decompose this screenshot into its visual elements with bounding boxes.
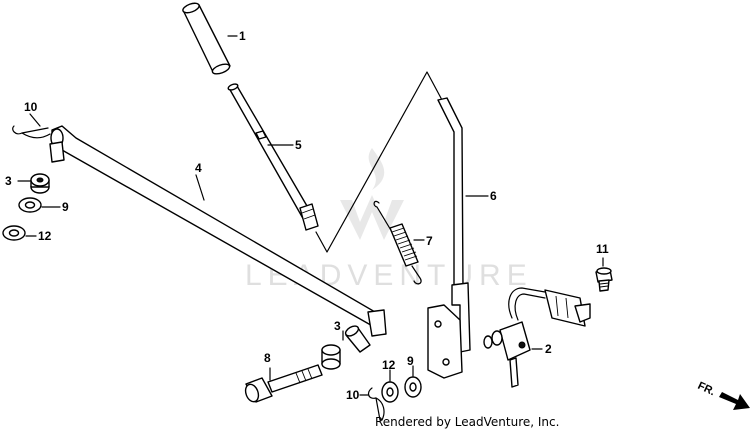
assembly-line xyxy=(315,71,443,253)
callout-collar-right: 3 xyxy=(334,319,341,333)
pipe-part xyxy=(227,83,319,231)
pin-right-part xyxy=(359,387,385,421)
credit-text: Rendered by LeadVenture, Inc. xyxy=(375,415,559,429)
callout-bolt: 8 xyxy=(264,351,271,365)
pin-left-part xyxy=(12,113,51,139)
callout-rod: 4 xyxy=(195,161,202,175)
callout-spring: 7 xyxy=(426,234,433,248)
callout-pipe: 5 xyxy=(295,138,302,152)
front-direction-indicator: FR. xyxy=(696,380,750,410)
grip-part xyxy=(182,2,238,75)
spring-part xyxy=(373,200,425,285)
joint-part xyxy=(483,287,591,388)
callout-washer2-right: 12 xyxy=(382,358,396,372)
collar-right-part xyxy=(321,325,371,370)
front-direction-label: FR. xyxy=(696,380,717,398)
callout-screw: 11 xyxy=(596,242,609,256)
bolt-part xyxy=(244,364,323,403)
callout-washer-left: 9 xyxy=(62,200,69,214)
callout-collar-left: 3 xyxy=(5,174,12,188)
rod-part xyxy=(49,125,387,337)
front-arrow-icon xyxy=(719,392,750,410)
washer-right-part xyxy=(404,365,422,398)
screw-part xyxy=(595,257,613,292)
collar-left-part xyxy=(17,173,50,194)
callout-pin-left: 10 xyxy=(24,100,38,114)
callout-washer-right: 9 xyxy=(407,354,414,368)
callout-washer2-left: 12 xyxy=(38,229,52,243)
lever-part xyxy=(427,97,489,379)
watermark-logo xyxy=(340,148,404,240)
callout-pin-right: 10 xyxy=(346,388,360,402)
callout-grip: 1 xyxy=(239,29,246,43)
callout-joint: 2 xyxy=(545,342,552,356)
washer2-left-part xyxy=(2,225,37,241)
callout-lever: 6 xyxy=(490,189,497,203)
washer2-right-part xyxy=(381,369,399,403)
washer-left-part xyxy=(18,197,61,213)
